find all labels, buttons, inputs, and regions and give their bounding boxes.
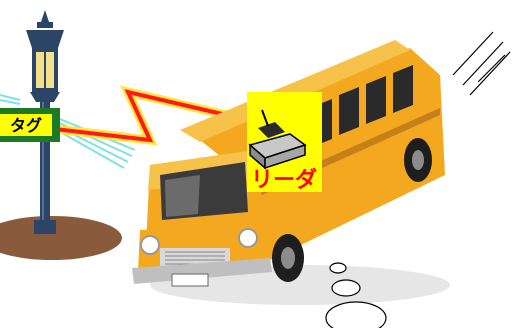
ground-shadow — [0, 216, 122, 260]
reader-label: リーダ — [251, 167, 317, 192]
speed-lines — [453, 32, 510, 95]
tag-label: タグ — [10, 116, 42, 135]
